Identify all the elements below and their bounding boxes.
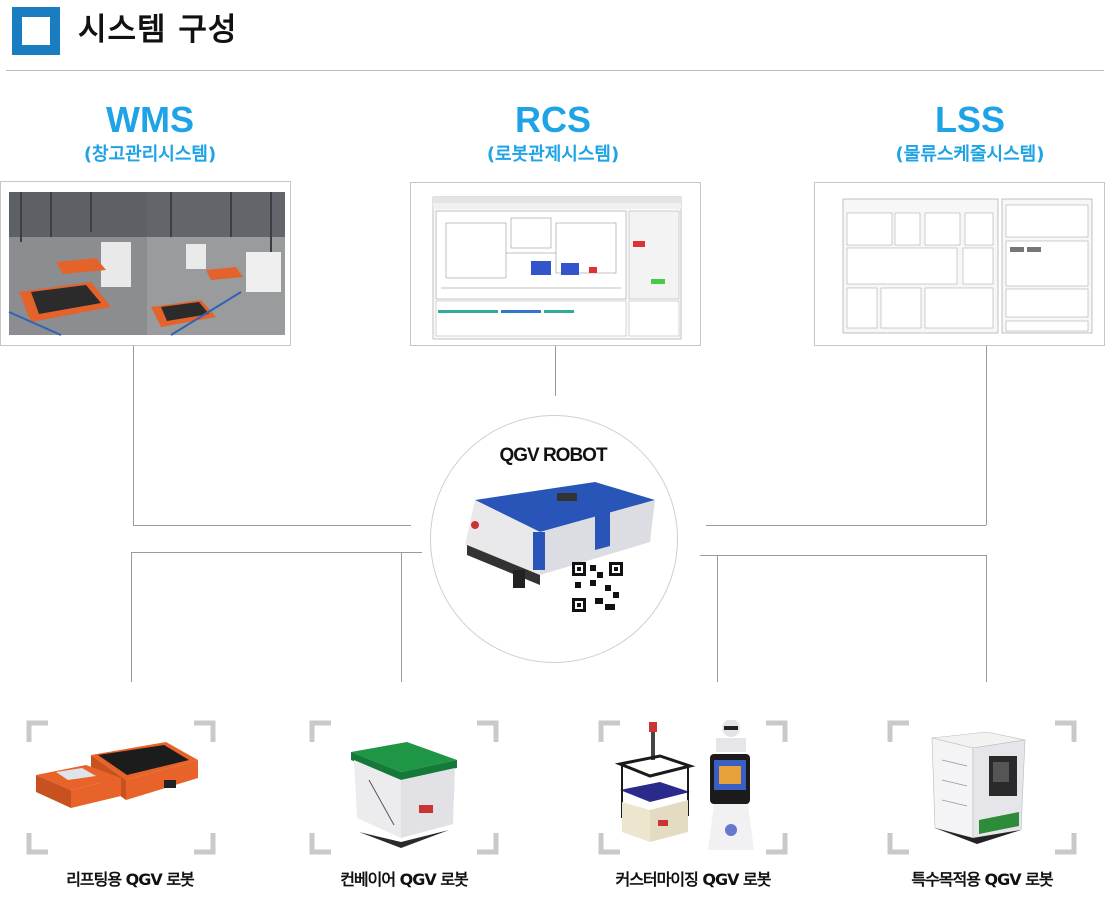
rcs-screenshot (410, 182, 701, 346)
robot-custom-label: 커스터마이징 QGV 로봇 (615, 870, 771, 889)
robot-conveyor-label: 컨베이어 QGV 로봇 (340, 870, 469, 889)
header-square-icon (12, 7, 60, 55)
wms-title: WMS (106, 99, 194, 140)
lss-software-screen (842, 198, 1093, 334)
connector-wms-horizontal (133, 525, 411, 526)
wms-subtitle: (창고관리시스템) (83, 144, 217, 165)
lss-screenshot (814, 182, 1105, 346)
wms-screenshot (0, 181, 291, 346)
connector-wms-vertical (133, 346, 134, 525)
robot-custom-frame (598, 720, 788, 855)
connector-bottom-left (131, 552, 422, 553)
connector-lss-horizontal (706, 525, 986, 526)
robot-special-frame (887, 720, 1077, 855)
connector-rcs-vertical (555, 346, 556, 396)
page-title: 시스템 구성 (78, 12, 238, 48)
warehouse-photo (8, 192, 285, 336)
robot-special-label: 특수목적용 QGV 로봇 (911, 870, 1053, 889)
robot-conveyor-frame (309, 720, 499, 855)
connector-robot3 (717, 555, 718, 682)
robot-lifting-frame (26, 720, 216, 855)
rcs-subtitle: (로봇관제시스템) (486, 144, 620, 165)
robot-lifting-label: 리프팅용 QGV 로봇 (66, 870, 195, 889)
connector-bottom-right (700, 555, 986, 556)
connector-robot2 (401, 552, 402, 682)
rcs-title: RCS (514, 99, 591, 140)
connector-robot1 (131, 552, 132, 682)
qgv-robot-label: QGV ROBOT (499, 445, 607, 466)
connector-lss-vertical (986, 346, 987, 525)
connector-robot4 (986, 555, 987, 682)
header-divider (6, 70, 1104, 71)
lss-subtitle: (물류스케줄시스템) (895, 144, 1045, 165)
qgv-robot-image (465, 482, 655, 612)
lss-title: LSS (934, 99, 1005, 140)
rcs-software-screen (432, 196, 682, 340)
